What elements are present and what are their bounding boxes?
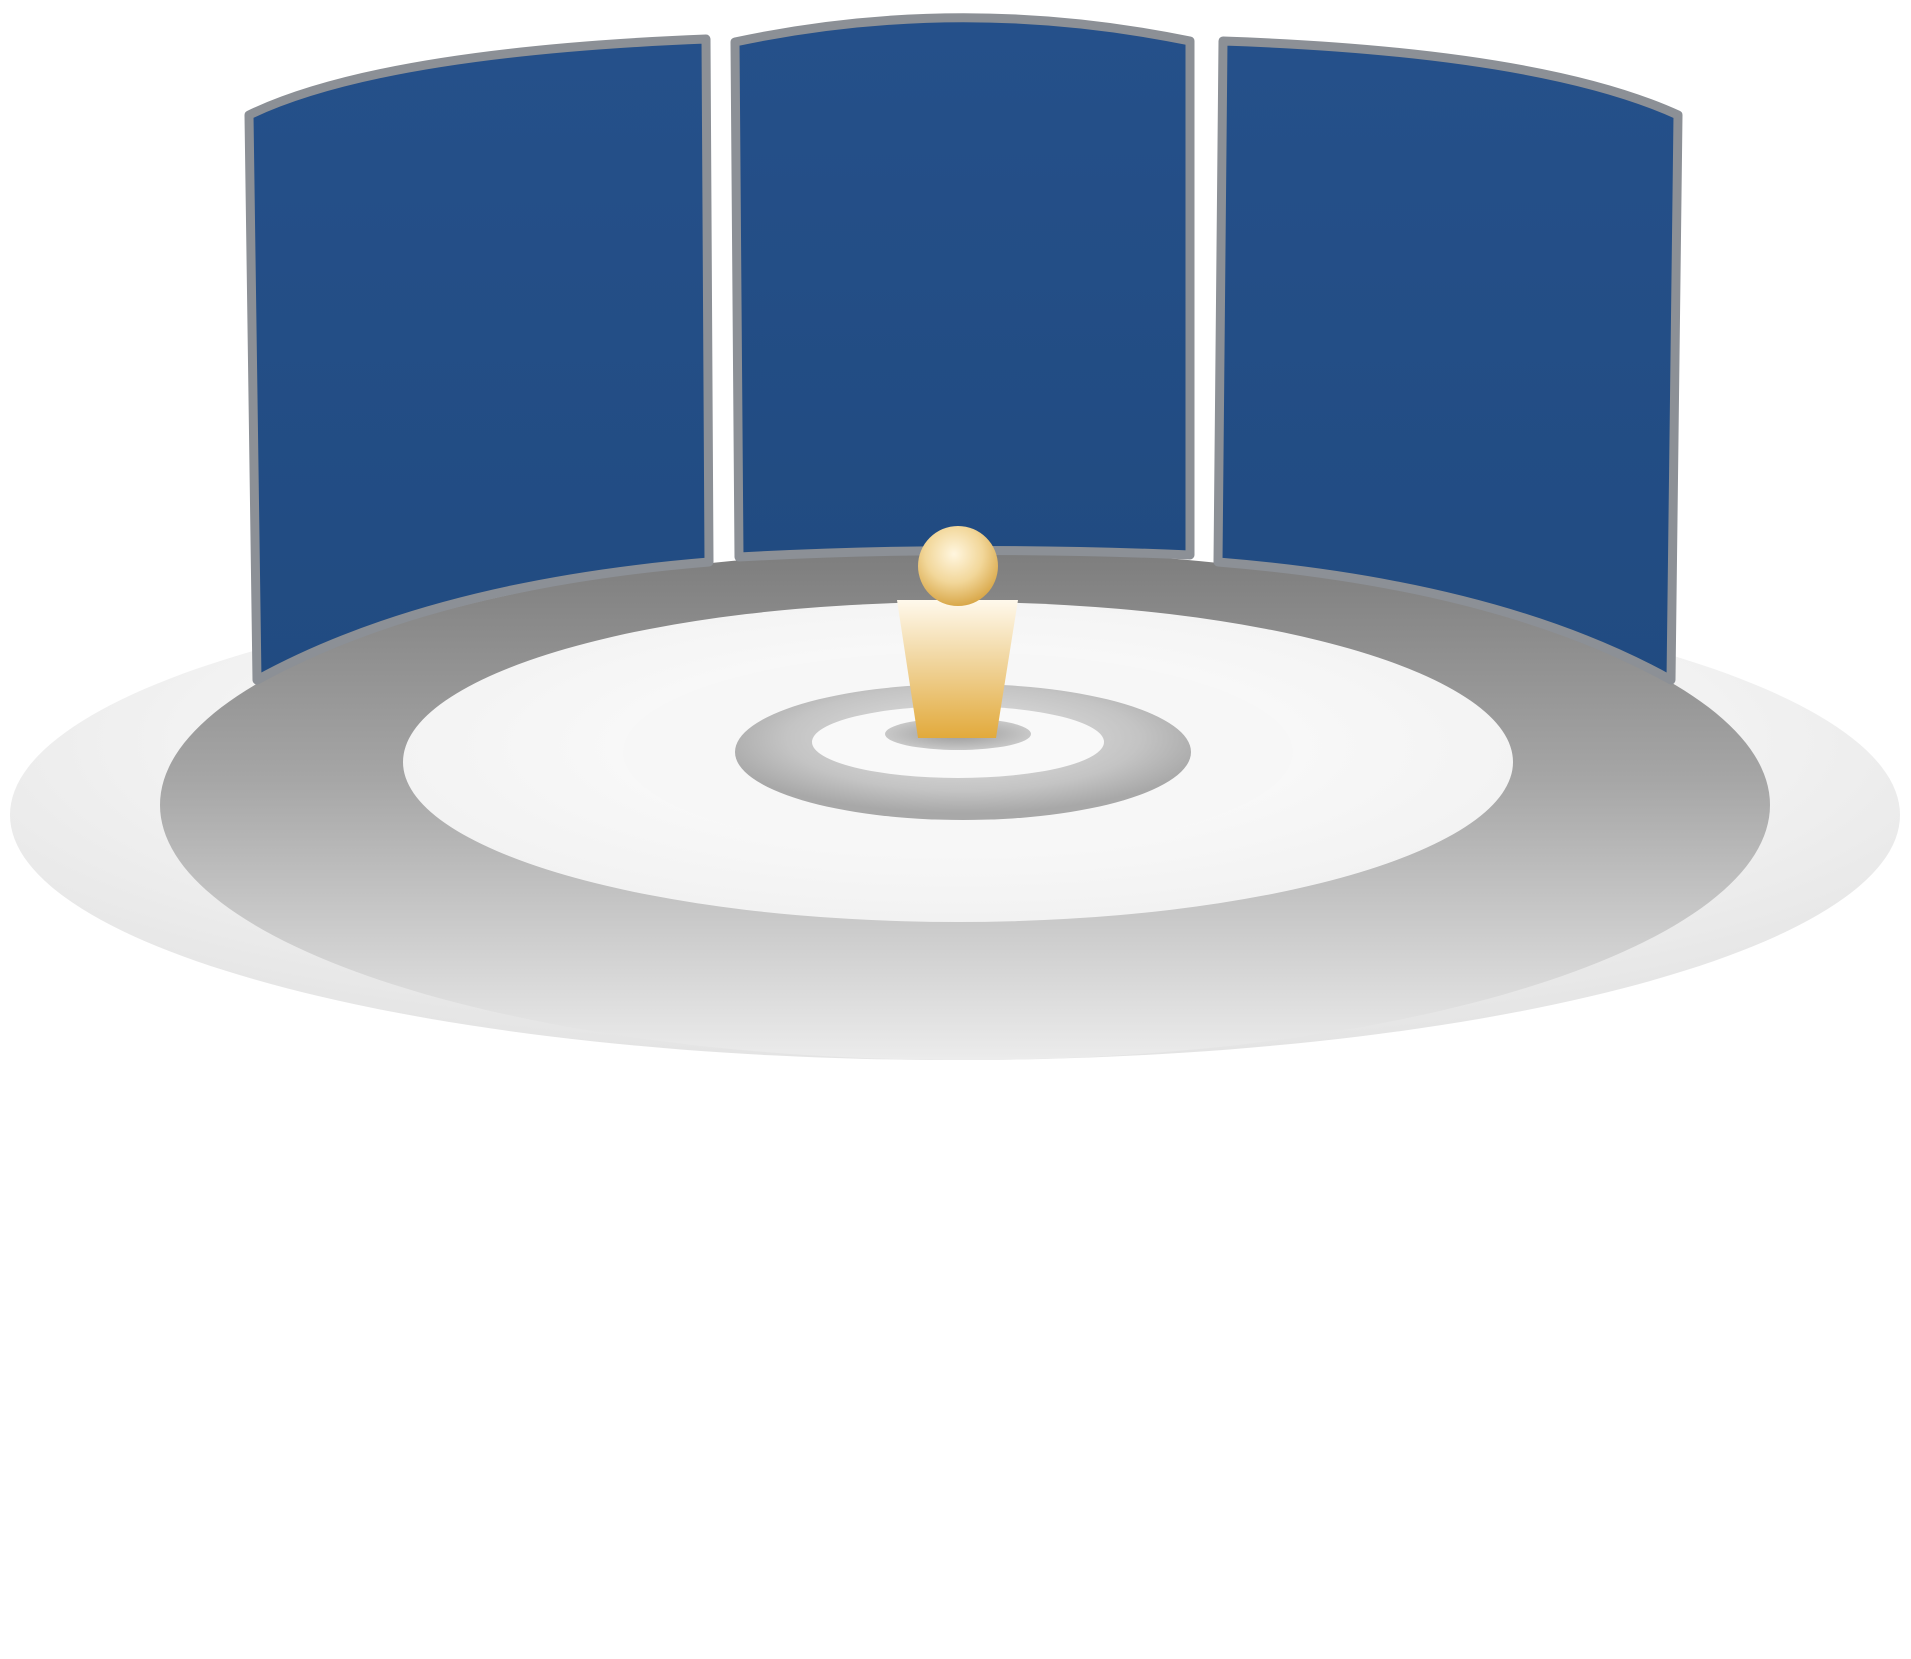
person-figure-body: [897, 600, 1018, 738]
panel-point-line: something which: [1275, 1526, 1570, 1567]
panel-point-line: Basic metric calc.: [314, 1391, 619, 1432]
panel-point-line: interfaces are key: [791, 1436, 1096, 1477]
panel-point-line: perspective: [314, 1616, 515, 1657]
panel-title-metrics: Metrics: [406, 1158, 554, 1205]
panel-point-line: business: [1275, 1391, 1432, 1432]
panel-point-line: is too manual: [314, 1436, 547, 1477]
panel-point-line: There is always: [1275, 1481, 1542, 1522]
panel-point-line: company: [314, 1571, 473, 1612]
panel-title-operations: Operations: [1329, 1158, 1551, 1205]
panel-point-line: Data quality and: [791, 1391, 1070, 1432]
panel-point-line: picture of the risk: [1275, 1346, 1578, 1387]
panel-point-line: issues: [791, 1481, 904, 1522]
panel-point-line: Insufficient: [314, 1526, 507, 1567]
panel-point-line: of management: [314, 1301, 581, 1342]
panel-operations: [1213, 36, 1683, 685]
person-figure-head: [918, 526, 998, 606]
panel-point-line: is quick and dirty: [1275, 1571, 1572, 1612]
panel-architecture: [730, 13, 1195, 562]
panel-point-line: not cover the full: [1275, 1301, 1566, 1342]
panel-point-line: IT personnel does: [1275, 1256, 1584, 1297]
panel-metrics: [244, 34, 714, 685]
panel-point: Basic metric calc.is too manual: [314, 1389, 694, 1479]
panel-point-line: evolve over time: [791, 1301, 1074, 1342]
panel-point-line: Monitoring instead: [314, 1256, 636, 1297]
panel-point-line: IT landscapes: [791, 1256, 1030, 1297]
target-scene: [10, 13, 1900, 1060]
panel-title-architecture: Architecture: [834, 1158, 1082, 1205]
